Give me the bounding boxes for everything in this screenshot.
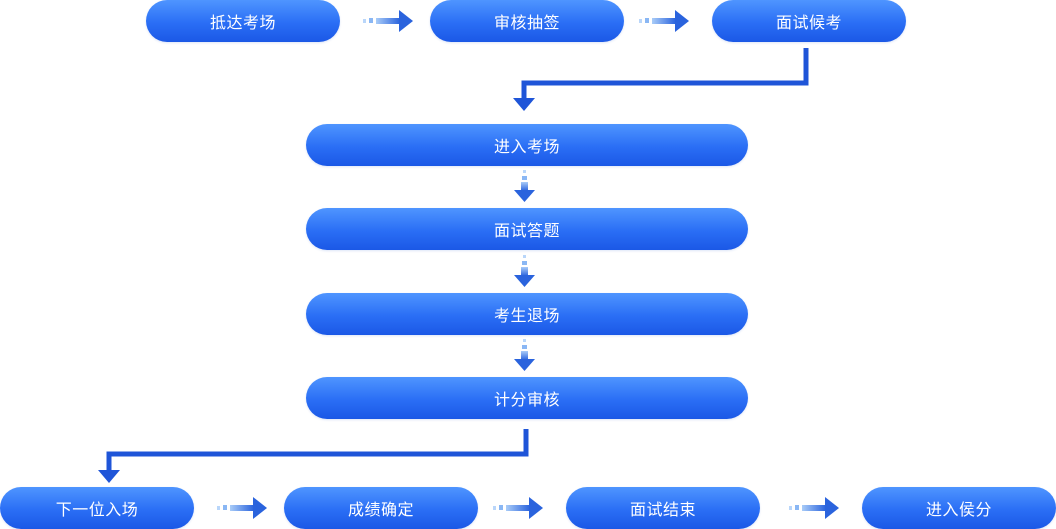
- arrow-down-1: [514, 170, 535, 202]
- arrow-right-3: [217, 497, 267, 519]
- arrow-down-2: [514, 255, 535, 287]
- step-next-enter: 下一位入场: [0, 487, 194, 529]
- step-score-review: 计分审核: [306, 377, 748, 419]
- arrow-right-2: [639, 10, 689, 32]
- step-review-draw: 审核抽签: [430, 0, 624, 42]
- step-answer: 面试答题: [306, 208, 748, 250]
- arrow-right-5: [789, 497, 839, 519]
- step-confirm-score: 成绩确定: [284, 487, 478, 529]
- elbow-connector-top: [513, 48, 809, 111]
- arrow-down-3: [514, 339, 535, 371]
- step-end: 面试结束: [566, 487, 760, 529]
- step-arrive: 抵达考场: [146, 0, 340, 42]
- arrow-right-1: [363, 10, 413, 32]
- step-wait-score: 进入侯分: [862, 487, 1056, 529]
- arrow-right-4: [493, 497, 543, 519]
- step-wait: 面试候考: [712, 0, 906, 42]
- elbow-connector-bottom: [98, 429, 529, 483]
- step-enter-room: 进入考场: [306, 124, 748, 166]
- step-exit-room: 考生退场: [306, 293, 748, 335]
